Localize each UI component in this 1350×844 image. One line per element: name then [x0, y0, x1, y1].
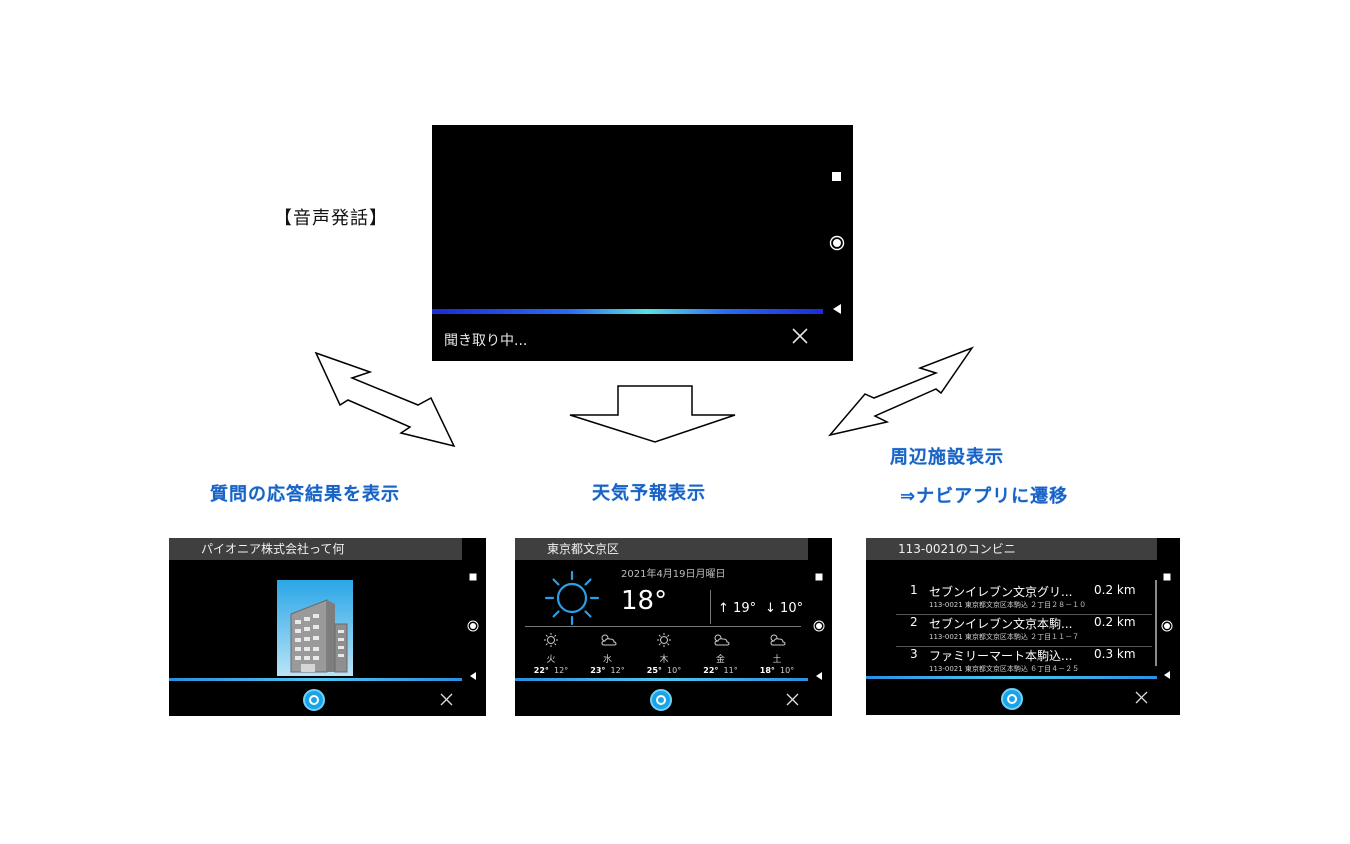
scrollbar[interactable]: [1155, 580, 1157, 666]
current-temperature: 18°: [621, 586, 668, 616]
divider: [896, 614, 1152, 615]
divider: [525, 626, 801, 627]
nearby-poi-screen: 113-0021のコンビニ 1 セブンイレブン文京グリ... 0.2 km 11…: [866, 538, 1180, 715]
listening-bar: [169, 678, 462, 681]
day-name: 水: [602, 655, 612, 665]
caption-poi-line2: ⇒ナビアプリに遷移: [900, 486, 1069, 507]
back-icon[interactable]: [830, 302, 844, 316]
recent-apps-icon[interactable]: [814, 572, 824, 582]
alexa-ring-icon: [656, 695, 666, 705]
day-low: 12°: [554, 666, 569, 675]
back-icon[interactable]: [468, 671, 478, 681]
arrow-left-down-icon: [314, 351, 456, 448]
low-temperature: ↓ 10°: [765, 601, 803, 616]
up-arrow-icon: ↑: [718, 601, 729, 616]
poi-address: 113-0021 東京都文京区本駒込 ２丁目１１－７: [929, 633, 1080, 641]
poi-name: セブンイレブン文京本駒...: [929, 617, 1073, 631]
forecast-day: 火 22° 12°: [526, 633, 576, 675]
recent-apps-icon[interactable]: [830, 170, 844, 184]
qa-result-screen: パイオニア株式会社って何: [169, 538, 486, 716]
close-icon[interactable]: [786, 693, 799, 706]
list-item[interactable]: 2 セブンイレブン文京本駒... 0.2 km 113-0021 東京都文京区本…: [896, 615, 1152, 647]
day-high: 23°: [590, 666, 606, 675]
building-icon: [277, 580, 353, 676]
alexa-button[interactable]: [303, 689, 325, 711]
poi-address: 113-0021 東京都文京区本駒込 ２丁目２８－１０: [929, 601, 1087, 609]
home-icon[interactable]: [829, 235, 845, 251]
caption-qa-result: 質問の応答結果を表示: [210, 484, 400, 505]
forecast-day: 木 25° 10°: [639, 633, 689, 675]
forecast-date: 2021年4月19日月曜日: [621, 569, 726, 580]
forecast-day: 土 18° 10°: [752, 633, 802, 675]
divider: [710, 590, 711, 624]
list-item[interactable]: 3 ファミリーマート本駒込... 0.3 km 113-0021 東京都文京区本…: [896, 647, 1152, 679]
day-low: 12°: [610, 666, 625, 675]
poi-index: 2: [910, 615, 918, 629]
alexa-ring-icon: [309, 695, 319, 705]
forecast-day: 金 22° 11°: [696, 633, 746, 675]
close-icon[interactable]: [1135, 691, 1148, 704]
listening-bar: [866, 676, 1157, 679]
listening-bar: [515, 678, 808, 681]
recent-apps-icon[interactable]: [1162, 572, 1172, 582]
back-icon[interactable]: [814, 671, 824, 681]
poi-index: 3: [910, 647, 918, 661]
page-title: パイオニア株式会社って何: [169, 538, 462, 560]
day-low: 10°: [780, 666, 795, 675]
recent-apps-icon[interactable]: [468, 572, 478, 582]
arrow-right-down-icon: [827, 346, 974, 437]
day-name: 金: [715, 655, 725, 665]
partly-cloudy-icon: [713, 634, 730, 646]
day-high: 18°: [759, 666, 775, 675]
alexa-button[interactable]: [650, 689, 672, 711]
poi-name: ファミリーマート本駒込...: [929, 649, 1073, 663]
poi-distance: 0.3 km: [1094, 647, 1136, 661]
page-title: 113-0021のコンビニ: [866, 538, 1157, 560]
divider: [896, 646, 1152, 647]
poi-index: 1: [910, 583, 918, 597]
poi-distance: 0.2 km: [1094, 615, 1136, 629]
arrow-down-icon: [569, 385, 736, 443]
listening-wave-bar: [432, 309, 823, 314]
caption-poi-line1: 周辺施設表示: [890, 447, 1004, 468]
day-high: 22°: [703, 666, 719, 675]
forecast-day: 水 23° 12°: [583, 633, 633, 675]
day-high: 25°: [646, 666, 662, 675]
list-item[interactable]: 1 セブンイレブン文京グリ... 0.2 km 113-0021 東京都文京区本…: [896, 583, 1152, 615]
voice-utterance-label: 【音声発話】: [274, 208, 388, 229]
alexa-button[interactable]: [1001, 688, 1023, 710]
high-temperature: ↑ 19°: [718, 601, 756, 616]
partly-cloudy-icon: [770, 634, 786, 646]
listening-status-text: 聞き取り中...: [444, 333, 528, 349]
back-icon[interactable]: [1162, 670, 1172, 680]
day-name: 土: [772, 655, 782, 665]
low-value: 10°: [780, 601, 804, 616]
close-icon[interactable]: [440, 693, 453, 706]
down-arrow-icon: ↓: [765, 601, 776, 616]
listening-screen: 聞き取り中...: [432, 125, 853, 361]
day-low: 10°: [667, 666, 682, 675]
partly-cloudy-icon: [600, 634, 617, 646]
sun-icon: [544, 570, 600, 626]
caption-weather: 天気予報表示: [592, 483, 706, 504]
close-icon[interactable]: [791, 327, 809, 345]
home-icon[interactable]: [1161, 620, 1173, 632]
poi-address: 113-0021 東京都文京区本駒込 ６丁目４－２５: [929, 665, 1080, 673]
high-value: 19°: [733, 601, 757, 616]
day-name: 木: [659, 655, 669, 665]
home-icon[interactable]: [813, 620, 825, 632]
poi-name: セブンイレブン文京グリ...: [929, 585, 1073, 599]
day-name: 火: [546, 655, 556, 665]
sun-icon: [657, 633, 671, 647]
alexa-ring-icon: [1007, 694, 1017, 704]
poi-distance: 0.2 km: [1094, 583, 1136, 597]
sun-icon: [544, 633, 558, 647]
home-icon[interactable]: [467, 620, 479, 632]
page-title: 東京都文京区: [515, 538, 808, 560]
day-low: 11°: [723, 666, 738, 675]
day-high: 22°: [533, 666, 549, 675]
weather-screen: 東京都文京区 2021年4月19日月曜日 18° ↑ 19° ↓ 10° 火 2…: [515, 538, 832, 716]
daily-forecast: 火 22° 12° 水 23° 12° 木 25° 10° 金 22° 11° …: [526, 633, 802, 675]
